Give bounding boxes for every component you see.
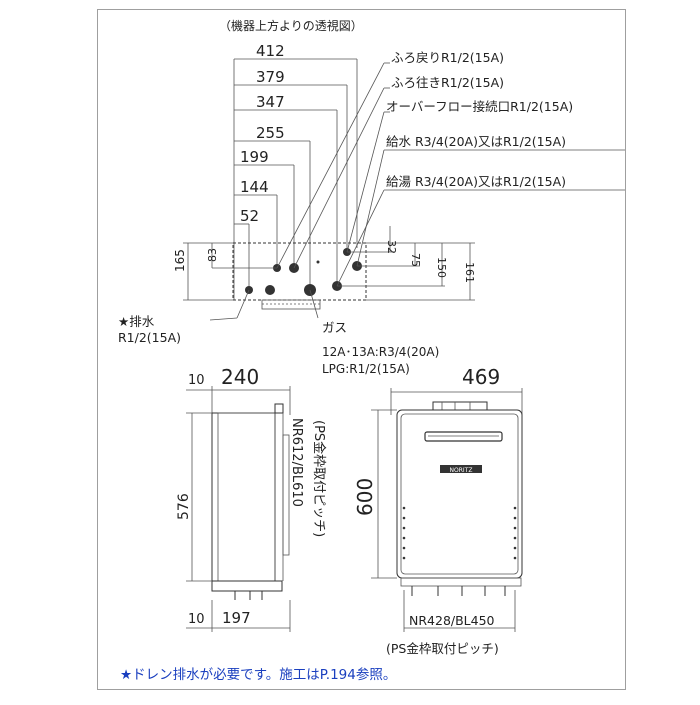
label-bath-supply: ふろ往きR1/2(15A) — [391, 75, 504, 90]
side-dim-top-large: 240 — [221, 365, 259, 389]
fitting-drain-2 — [265, 285, 275, 295]
side-dim-bottom-small: 10 — [188, 612, 205, 627]
front-dim-height: 600 — [353, 478, 377, 516]
front-top-fittings — [432, 401, 488, 411]
dim-52: 52 — [240, 207, 259, 225]
side-body-inner — [217, 412, 276, 582]
dim-144: 144 — [240, 178, 269, 196]
side-top-fitting — [274, 403, 284, 414]
side-dim-bottom-large: 197 — [222, 609, 251, 627]
front-brand: NORITZ — [450, 467, 473, 474]
drain-spec: R1/2(15A) — [118, 330, 181, 345]
top-view-caption: （機器上方よりの透視図） — [219, 18, 363, 33]
label-cold-water: 給水 R3/4(20A)又はR1/2(15A) — [386, 134, 566, 149]
gas-spec-city: 12A･13A:R3/4(20A) — [322, 345, 439, 359]
front-pitch-model: NR428/BL450 — [409, 613, 495, 628]
gas-label: ガス — [322, 320, 347, 335]
top-view: （機器上方よりの透視図） 412 379 347 255 199 144 52 — [118, 18, 625, 376]
dim-347: 347 — [256, 93, 285, 111]
footer-note: ★ドレン排水が必要です。施工はP.194参照。 — [120, 666, 396, 683]
front-bottom-bar — [400, 577, 522, 587]
side-body — [211, 412, 276, 582]
label-hot-water: 給湯 R3/4(20A)又はR1/2(15A) — [386, 174, 566, 189]
front-body-inner — [400, 413, 519, 575]
front-rivets — [402, 506, 517, 560]
dim-412: 412 — [256, 42, 285, 60]
dim-75: 75 — [409, 253, 422, 267]
side-bottom — [211, 580, 283, 592]
dim-255: 255 — [256, 124, 285, 142]
dim-379: 379 — [256, 68, 285, 86]
gas-spec-lpg: LPG:R1/2(15A) — [322, 362, 410, 376]
right-vertical-dims — [337, 226, 475, 301]
dim-83: 83 — [206, 248, 219, 262]
connection-leaders — [236, 62, 625, 319]
front-view: 469 NORITZ 600 — [353, 365, 523, 656]
left-vertical-dims — [183, 242, 277, 301]
side-dim-height: 576 — [176, 493, 192, 520]
side-dim-top-small: 10 — [188, 373, 205, 388]
label-bath-return: ふろ戻りR1/2(15A) — [391, 50, 504, 65]
horizontal-dimension-lines — [233, 58, 358, 300]
front-dim-width: 469 — [462, 365, 500, 389]
front-vent — [424, 431, 503, 442]
side-view: 10 240 576 10 197 NR612/BL610 (PS金枠取付ピッチ… — [176, 365, 327, 632]
pipe-fittings — [245, 248, 362, 296]
dim-165: 165 — [173, 249, 187, 272]
outer-frame — [97, 9, 626, 690]
side-pitch-note: (PS金枠取付ピッチ) — [311, 420, 327, 537]
dim-32: 32 — [385, 240, 398, 254]
front-pitch-note: (PS金枠取付ピッチ) — [386, 641, 499, 656]
top-view-drain-hatch — [261, 299, 321, 310]
label-overflow: オーバーフロー接続口R1/2(15A) — [386, 99, 573, 114]
drain-label: ★排水 — [118, 314, 155, 329]
dim-161: 161 — [463, 262, 476, 283]
side-pitch-model: NR612/BL610 — [289, 418, 304, 507]
dim-150: 150 — [435, 257, 448, 278]
front-brand-plate — [440, 465, 482, 473]
dim-199: 199 — [240, 148, 269, 166]
